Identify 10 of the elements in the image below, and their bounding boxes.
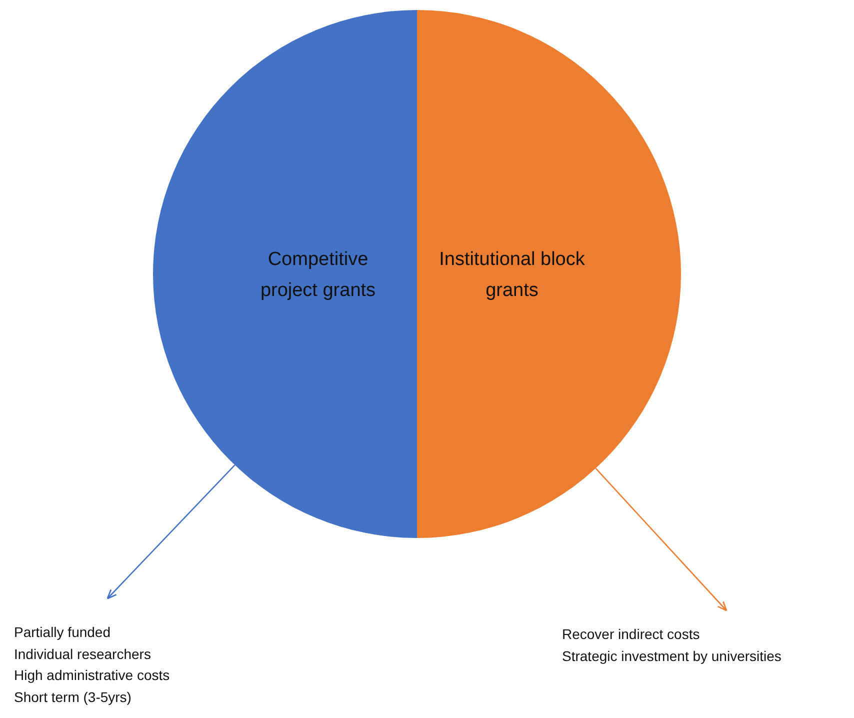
segment-label: Competitive project grants (259, 248, 377, 303)
list-item: Short term (3-5yrs) (14, 688, 132, 707)
list-item: Individual researchers (14, 644, 152, 664)
list-item: Recover indirect costs (562, 625, 701, 644)
list-item: Strategic investment by universities (562, 646, 782, 666)
segment-label: Institutional block grants (438, 248, 586, 303)
arrow (106, 464, 236, 600)
arrow (595, 468, 728, 612)
list-item: High administrative costs (14, 666, 171, 685)
list-item: Partially funded (14, 623, 112, 642)
